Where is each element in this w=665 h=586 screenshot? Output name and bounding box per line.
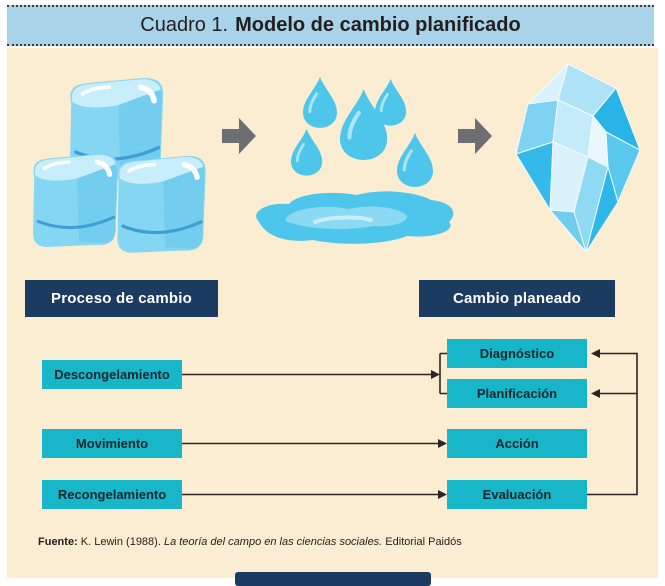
water-drops-icon — [256, 76, 454, 244]
right-column-header: Cambio planeado — [419, 280, 615, 317]
right-arrow-icon — [458, 118, 492, 154]
box-movimiento: Movimiento — [42, 429, 182, 458]
title-prefix: Cuadro 1. — [140, 14, 229, 36]
source-publisher: Editorial Paidós — [382, 536, 462, 548]
source-citation: Fuente: K. Lewin (1988). La teoría del c… — [38, 536, 462, 548]
title-bar: Cuadro 1. Modelo de cambio planificado — [7, 5, 654, 46]
box-planificacion: Planificación — [447, 379, 587, 408]
page-title: Modelo de cambio planificado — [235, 14, 521, 36]
bottom-navy-bar — [235, 572, 431, 586]
source-author: K. Lewin (1988). — [77, 536, 164, 548]
source-book-title: La teoría del campo en las ciencias soci… — [163, 536, 383, 548]
box-evaluacion: Evaluación — [447, 480, 587, 509]
right-arrow-icon — [222, 118, 256, 154]
ice-crystal-icon — [515, 62, 641, 254]
box-descongelamiento: Descongelamiento — [42, 360, 182, 389]
box-recongelamiento: Recongelamiento — [42, 480, 182, 509]
box-diagnostico: Diagnóstico — [447, 339, 587, 368]
left-column-header: Proceso de cambio — [25, 280, 218, 317]
source-label: Fuente: — [38, 536, 78, 548]
box-accion: Acción — [447, 429, 587, 458]
